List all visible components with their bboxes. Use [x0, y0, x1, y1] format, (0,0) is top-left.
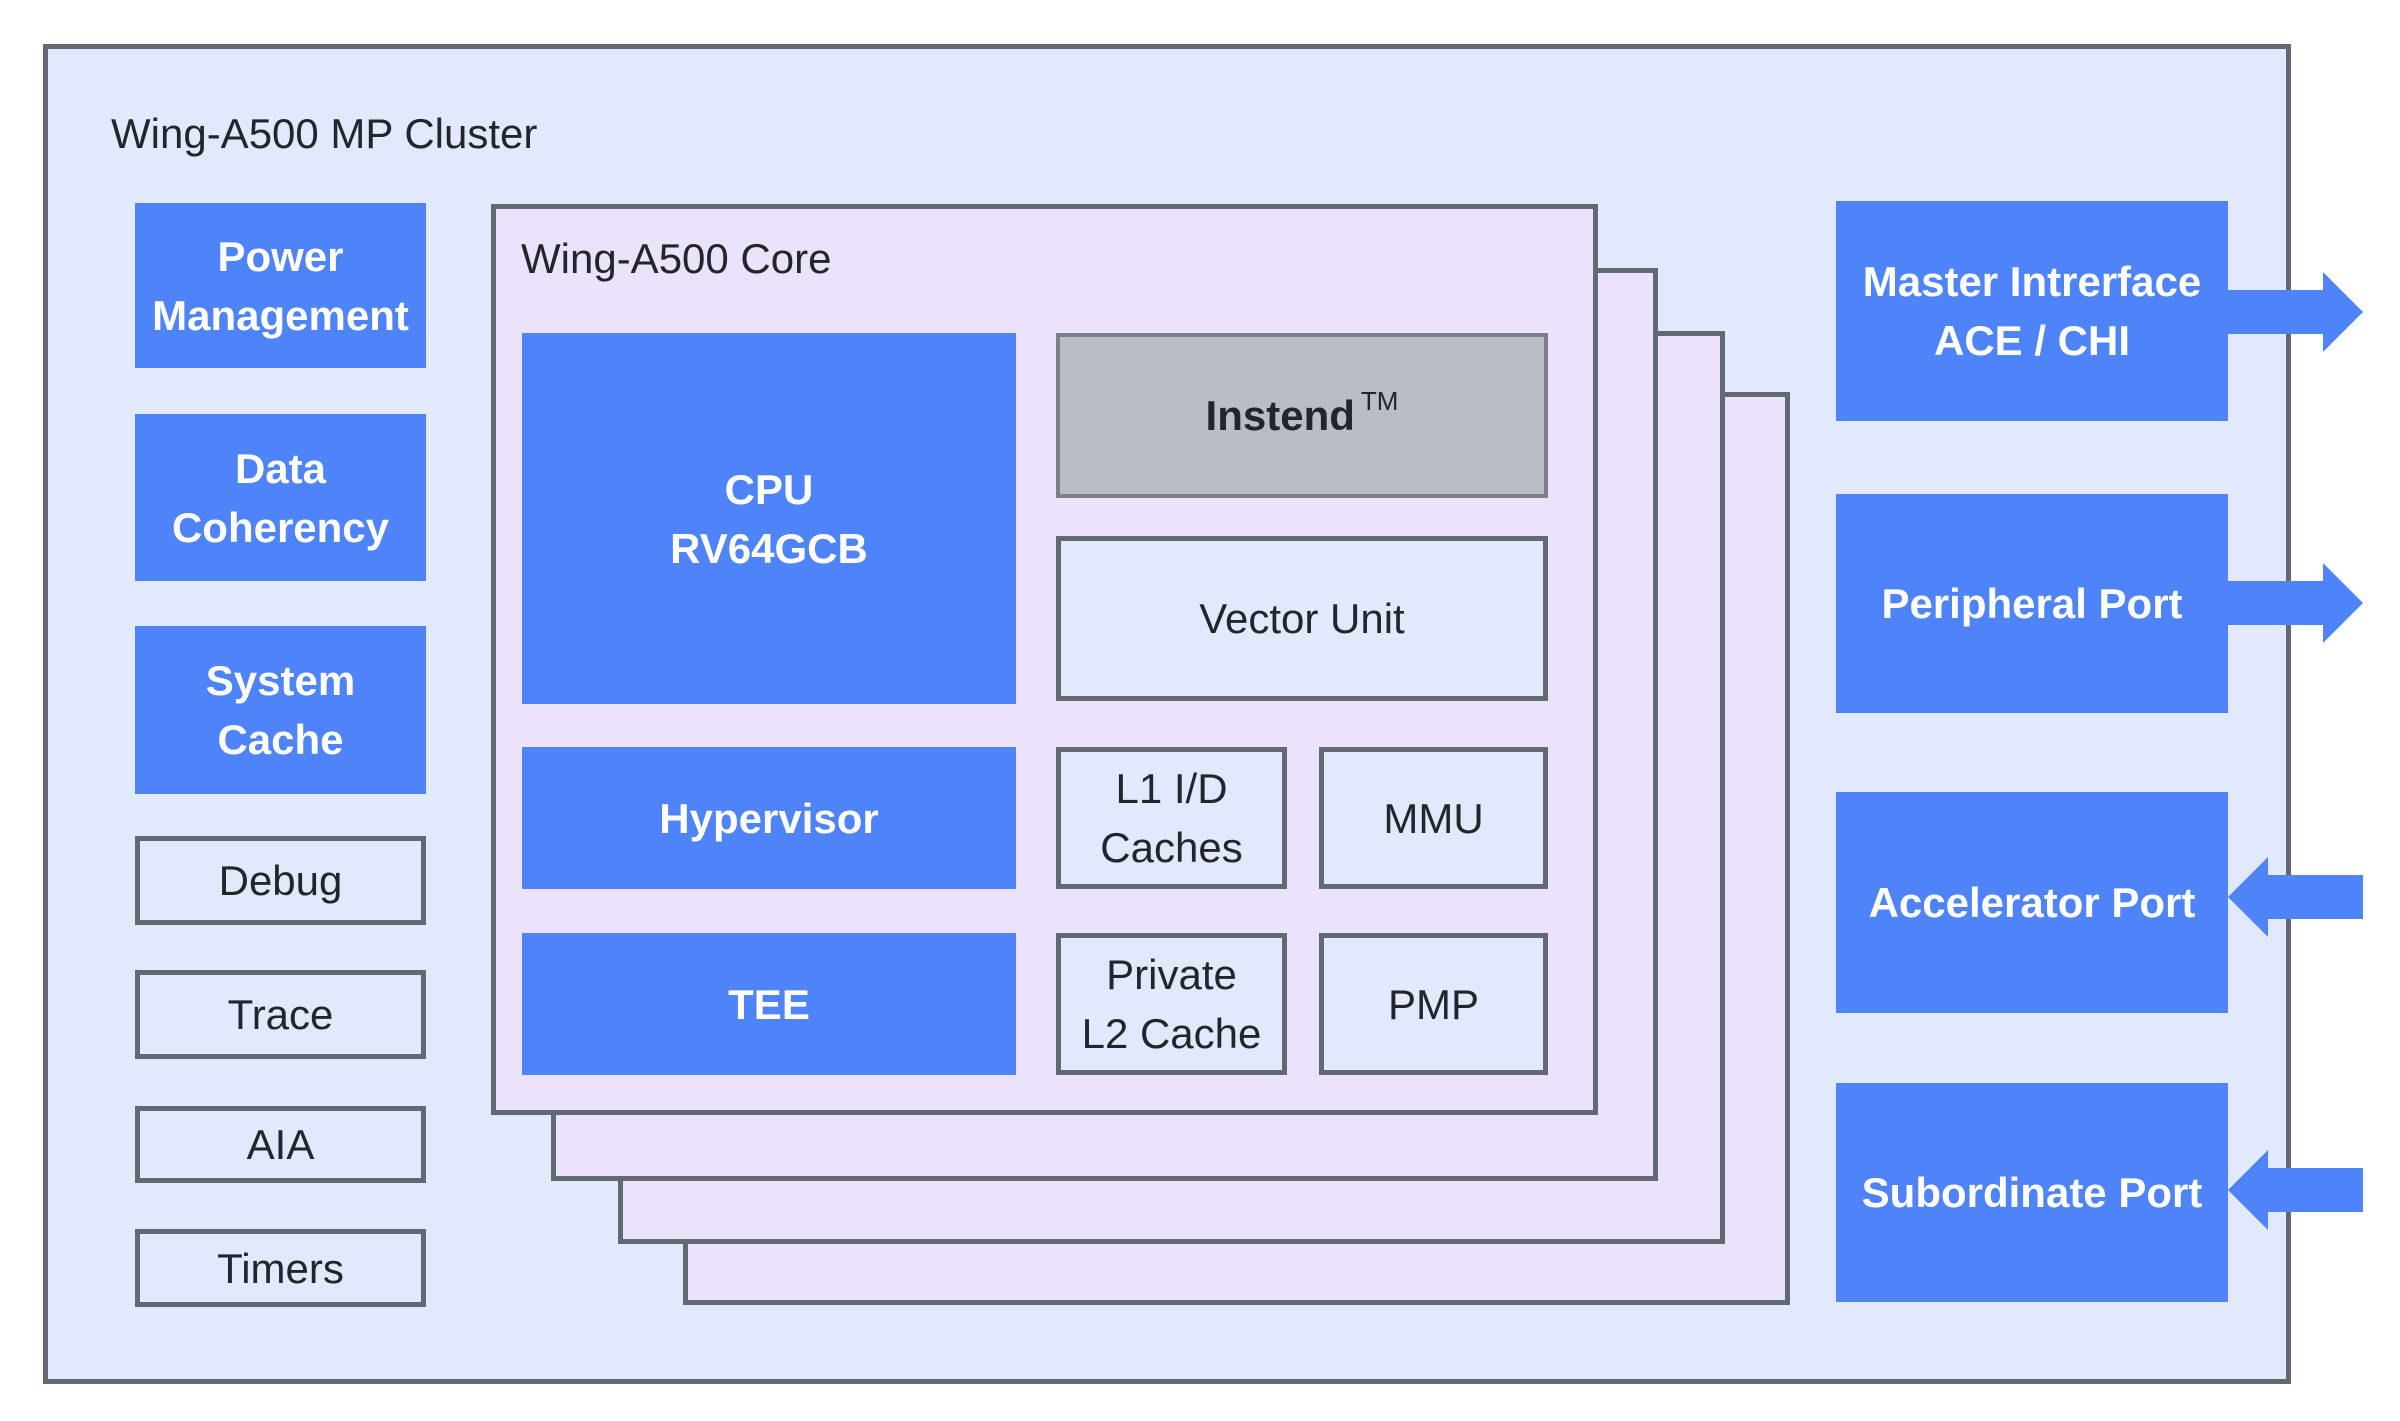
- peripheral-port: Peripheral Port: [1836, 494, 2228, 713]
- cluster-title: Wing-A500 MP Cluster: [111, 110, 538, 157]
- mmu-block: MMU: [1319, 747, 1548, 889]
- outbound-arrow-icon: [2228, 272, 2363, 352]
- outbound-arrow-icon: [2228, 563, 2363, 643]
- trace-block: Trace: [135, 970, 426, 1059]
- accelerator-port: Accelerator Port: [1836, 792, 2228, 1013]
- aia-block: AIA: [135, 1106, 426, 1183]
- master-interface-port: Master Intrerface ACE / CHI: [1836, 201, 2228, 421]
- hypervisor-block: Hypervisor: [522, 747, 1016, 889]
- cpu-block: CPU RV64GCB: [522, 333, 1016, 704]
- system-cache-block: System Cache: [135, 626, 426, 794]
- vector-unit-block: Vector Unit: [1056, 536, 1548, 701]
- inbound-arrow-icon: [2228, 857, 2363, 937]
- l1-caches-block: L1 I/D Caches: [1056, 747, 1287, 889]
- instend-label: Instend: [1205, 391, 1355, 439]
- inbound-arrow-icon: [2228, 1150, 2363, 1230]
- tee-block: TEE: [522, 933, 1016, 1075]
- data-coherency-block: Data Coherency: [135, 414, 426, 581]
- timers-block: Timers: [135, 1229, 426, 1307]
- core-title: Wing-A500 Core: [521, 235, 832, 282]
- pmp-block: PMP: [1319, 933, 1548, 1075]
- subordinate-port: Subordinate Port: [1836, 1083, 2228, 1302]
- trademark-mark: TM: [1360, 386, 1399, 416]
- power-management-block: Power Management: [135, 203, 426, 368]
- debug-block: Debug: [135, 836, 426, 925]
- private-l2-cache-block: Private L2 Cache: [1056, 933, 1287, 1075]
